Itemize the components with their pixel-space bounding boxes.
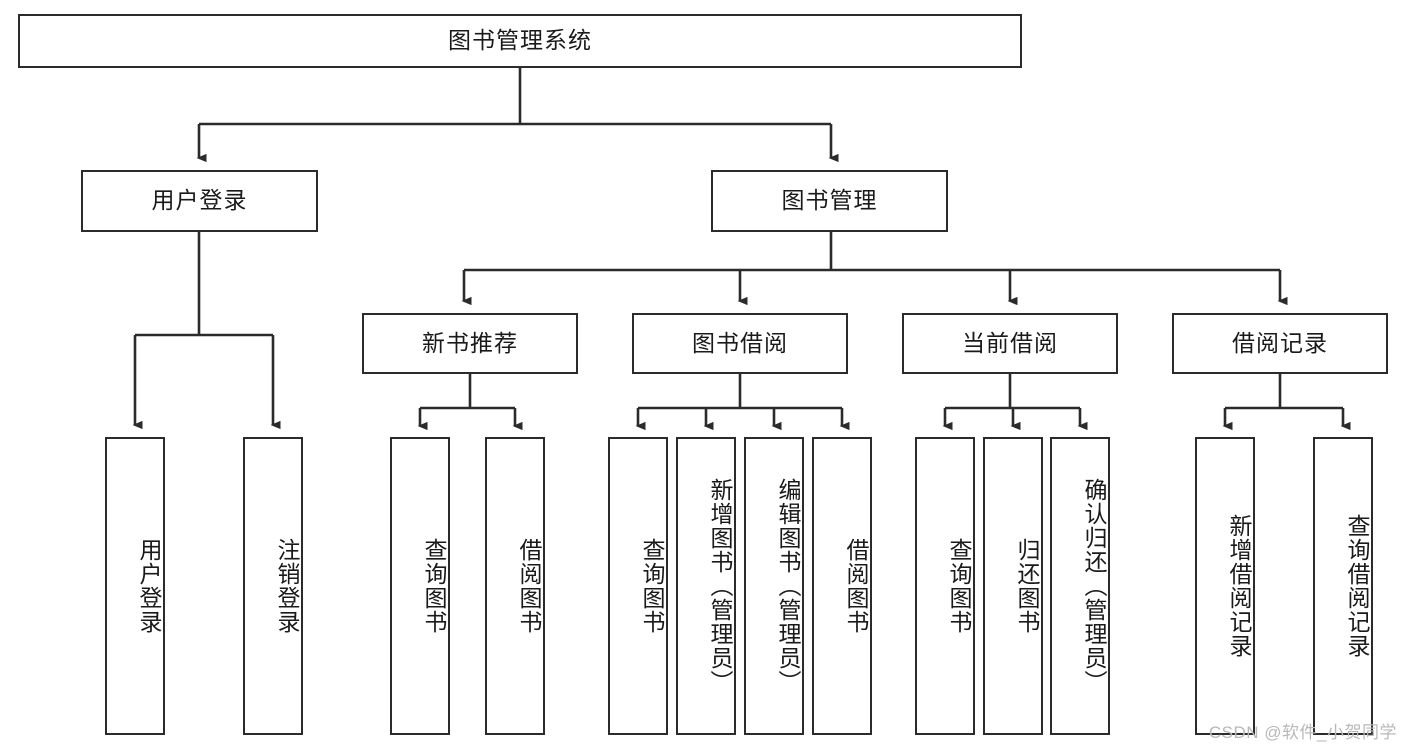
leaf-current-borrow-confirm-return-label: 确认归还（管理员） xyxy=(1081,478,1107,694)
leaf-book-borrow-add-label: 新增图书（管理员） xyxy=(707,478,733,694)
watermark-text: CSDN @软件_小贺同学 xyxy=(1208,723,1397,742)
leaf-borrow-record-add[interactable]: 新增借阅记录 xyxy=(1195,437,1255,735)
leaf-current-borrow-query[interactable]: 查询图书 xyxy=(915,437,975,735)
leaf-borrow-record-query[interactable]: 查询借阅记录 xyxy=(1313,437,1373,735)
leaf-new-book-query-label: 查询图书 xyxy=(421,538,447,634)
node-user-login-label: 用户登录 xyxy=(151,187,248,214)
node-root-system-label: 图书管理系统 xyxy=(448,27,592,54)
node-current-borrow[interactable]: 当前借阅 xyxy=(902,313,1118,374)
leaf-book-borrow-query-label: 查询图书 xyxy=(639,538,665,634)
leaf-user-login-logout[interactable]: 注销登录 xyxy=(243,437,303,735)
leaf-book-borrow-query[interactable]: 查询图书 xyxy=(608,437,668,735)
node-root-system[interactable]: 图书管理系统 xyxy=(18,14,1022,68)
leaf-book-borrow-borrow-label: 借阅图书 xyxy=(843,538,869,634)
leaf-new-book-borrow-label: 借阅图书 xyxy=(516,538,542,634)
leaf-book-borrow-edit-label: 编辑图书（管理员） xyxy=(775,478,801,694)
leaf-current-borrow-return-label: 归还图书 xyxy=(1014,538,1040,634)
leaf-user-login-logout-label: 注销登录 xyxy=(274,538,300,634)
node-book-borrow-label: 图书借阅 xyxy=(692,329,788,356)
node-borrow-record[interactable]: 借阅记录 xyxy=(1172,313,1388,374)
leaf-user-login-login[interactable]: 用户登录 xyxy=(105,437,165,735)
node-current-borrow-label: 当前借阅 xyxy=(962,329,1058,356)
leaf-book-borrow-edit[interactable]: 编辑图书（管理员） xyxy=(744,437,804,735)
leaf-new-book-borrow[interactable]: 借阅图书 xyxy=(485,437,545,735)
node-book-borrow[interactable]: 图书借阅 xyxy=(632,313,848,374)
leaf-borrow-record-add-label: 新增借阅记录 xyxy=(1226,514,1252,658)
leaf-current-borrow-query-label: 查询图书 xyxy=(946,538,972,634)
leaf-new-book-query[interactable]: 查询图书 xyxy=(390,437,450,735)
node-new-book-recommend[interactable]: 新书推荐 xyxy=(362,313,578,374)
leaf-book-borrow-borrow[interactable]: 借阅图书 xyxy=(812,437,872,735)
leaf-book-borrow-add[interactable]: 新增图书（管理员） xyxy=(676,437,736,735)
leaf-current-borrow-return[interactable]: 归还图书 xyxy=(983,437,1043,735)
node-book-management-label: 图书管理 xyxy=(781,187,878,214)
leaf-user-login-login-label: 用户登录 xyxy=(136,538,162,634)
node-new-book-recommend-label: 新书推荐 xyxy=(422,329,518,356)
leaf-borrow-record-query-label: 查询借阅记录 xyxy=(1344,514,1370,658)
node-book-management[interactable]: 图书管理 xyxy=(711,170,948,232)
node-borrow-record-label: 借阅记录 xyxy=(1232,329,1328,356)
node-user-login[interactable]: 用户登录 xyxy=(81,170,318,232)
leaf-current-borrow-confirm-return[interactable]: 确认归还（管理员） xyxy=(1050,437,1110,735)
